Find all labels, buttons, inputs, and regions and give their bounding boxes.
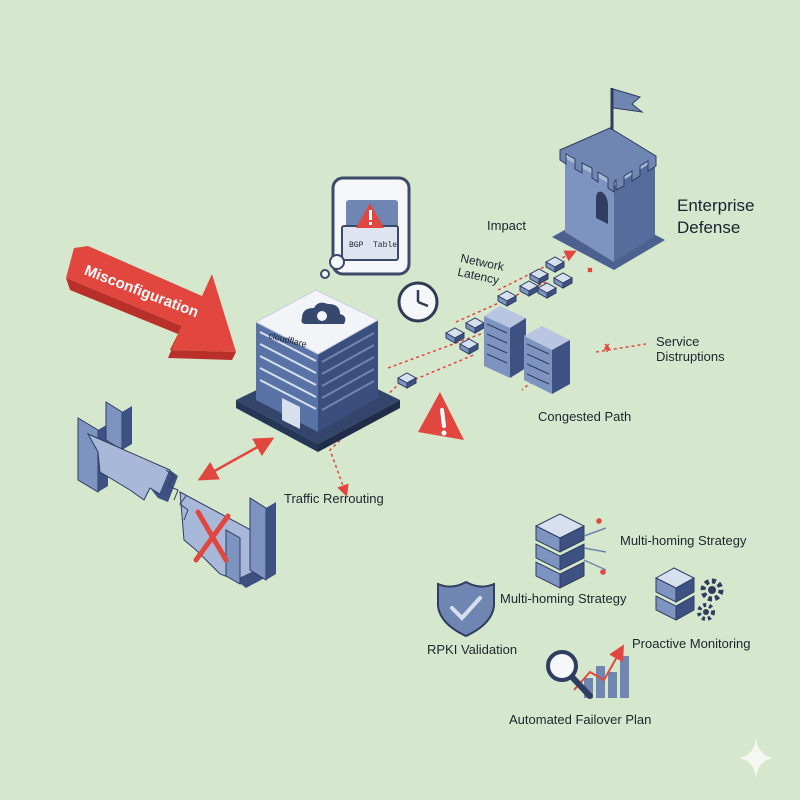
- table-label: Table: [373, 241, 397, 250]
- automated-failover-label: Automated Failover Plan: [509, 712, 652, 727]
- server-rack-icon: [524, 326, 570, 394]
- multihoming-strategy-label-2: Multi-homing Strategy: [500, 591, 627, 606]
- gear-icon: [697, 578, 724, 621]
- rpki-validation-label: RPKI Validation: [427, 642, 518, 657]
- multihoming-strategy-label: Multi-homing Strategy: [620, 533, 747, 548]
- server-icon: [534, 513, 607, 589]
- clock-icon: [397, 281, 439, 323]
- service-disruptions-label: Service Distruptions: [656, 334, 725, 365]
- enterprise-defense-label: Enterprise Defense: [677, 195, 754, 239]
- sparkle-burst-icons: [587, 267, 610, 575]
- warning-icon: [418, 392, 464, 440]
- proactive-monitoring-label: Proactive Monitoring: [632, 636, 751, 651]
- congested-path-label: Congested Path: [538, 409, 632, 424]
- bgp-label: BGP: [349, 241, 364, 250]
- service-label: Service: [656, 334, 700, 349]
- defense-label: Defense: [677, 218, 741, 238]
- shield-check-icon: [437, 580, 495, 638]
- tower-icon: [552, 88, 665, 270]
- server-rack-icon: [484, 306, 526, 378]
- enterprise-label: Enterprise: [677, 196, 755, 215]
- router-icons: [396, 256, 574, 389]
- flag-icon: [612, 88, 644, 113]
- misconfiguration-arrow: [66, 246, 236, 360]
- magnifier-chart-icon: [546, 644, 629, 699]
- reroute-arrow: [197, 437, 275, 481]
- sparkle-icon: [738, 738, 774, 778]
- datacenter-building: cloudflare: [236, 289, 400, 452]
- broken-bridge-icon: [77, 401, 276, 588]
- impact-label: Impact: [487, 218, 527, 233]
- monitoring-server-icon: [654, 567, 696, 621]
- cross-icon: [193, 509, 231, 563]
- traffic-rerouting-label: Traffic Rerrouting: [284, 491, 384, 506]
- warning-icon: [356, 203, 384, 228]
- disruptions-label: Distruptions: [656, 348, 725, 364]
